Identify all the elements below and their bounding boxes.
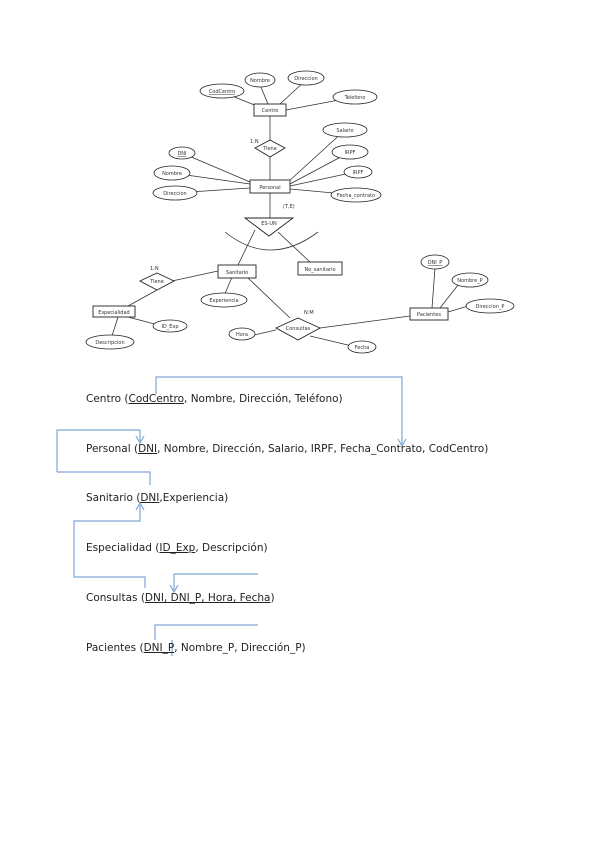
entity-personal: Personal xyxy=(259,185,280,191)
rel-tiene-top: Tiene xyxy=(262,146,277,152)
attr-fecha-contrato: Fecha_contrato xyxy=(337,193,375,199)
schema-centro-open: ( xyxy=(121,393,129,405)
schema-consultas-rest: ) xyxy=(270,592,275,604)
schema-consultas-pk: DNI, DNI_P, Hora, Fecha xyxy=(144,592,271,604)
schema-consultas-table: Consultas xyxy=(86,592,138,604)
isa-constraint: (T,E) xyxy=(283,204,295,210)
schema-pacientes-rest: , Nombre_P, Dirección_P) xyxy=(174,642,306,654)
foreign-key-arrows xyxy=(56,376,407,656)
attr-fecha: Fecha xyxy=(355,345,370,351)
attr-nombre-p: Nombre_P xyxy=(457,278,482,284)
schema-personal-rest: , Nombre, Dirección, Salario, IRPF, Fech… xyxy=(157,443,489,455)
schema-sanitario-pk: DNI xyxy=(140,492,160,504)
schema-sanitario-table: Sanitario xyxy=(86,492,133,504)
fk-arrow-personal-dni xyxy=(56,429,141,472)
schema-especialidad-rest: , Descripción) xyxy=(195,542,268,554)
attr-codcentro: CodCentro xyxy=(209,89,235,95)
attr-nombre-personal: Nombre xyxy=(162,171,182,177)
attr-direccion-centro: Direccion xyxy=(294,76,317,82)
attr-nombre-centro: Nombre xyxy=(250,78,270,84)
schema-consultas-open: ( xyxy=(137,592,145,604)
card-1n-left: 1:N xyxy=(150,266,159,272)
schema-especialidad-pk: ID_Exp xyxy=(159,542,196,554)
schema-personal: Personal (DNI, Nombre, Dirección, Salari… xyxy=(86,443,488,455)
attr-irpf-2: IRPF xyxy=(353,170,364,176)
schema-pacientes-pk: DNI_P xyxy=(143,642,175,654)
fk-arrow-codcentro xyxy=(155,376,403,444)
attr-id-exp: ID_Exp xyxy=(161,324,178,330)
attr-hora: Hora xyxy=(236,332,248,338)
card-nm: N:M xyxy=(304,310,314,316)
schema-centro-table: Centro xyxy=(86,393,122,405)
fk-arrow-dni-p xyxy=(173,573,258,590)
attr-dni: DNI xyxy=(177,151,186,157)
schema-especialidad-table: Especialidad xyxy=(86,542,152,554)
schema-especialidad-open: ( xyxy=(151,542,160,554)
schema-especialidad: Especialidad (ID_Exp, Descripción) xyxy=(86,542,268,554)
attr-telefono: Telefono xyxy=(344,95,366,101)
attr-descripcion: Descripcion xyxy=(95,340,124,346)
schema-centro-pk: CodCentro xyxy=(128,393,185,405)
entity-especialidad: Especialidad xyxy=(98,310,129,316)
attr-dni-p: DNI_P xyxy=(428,260,443,266)
card-1n-top: 1:N xyxy=(250,139,259,145)
schema-pacientes: Pacientes (DNI_P, Nombre_P, Dirección_P) xyxy=(86,642,306,654)
schema-pacientes-open: ( xyxy=(136,642,144,654)
rel-tiene-left: Tiene xyxy=(149,279,164,285)
rel-consultas: Consultas xyxy=(286,326,311,332)
schema-personal-pk: DNI xyxy=(138,443,158,455)
attr-experiencia: Experiencia xyxy=(209,298,238,304)
schema-pacientes-table: Pacientes xyxy=(86,642,137,654)
attr-salario: Salario xyxy=(336,128,353,134)
fk-arrow-sanitario-dni xyxy=(73,505,146,588)
attr-irpf-1: IRPF xyxy=(345,150,356,156)
entity-pacientes: Pacientes xyxy=(417,312,441,318)
schema-centro-rest: , Nombre, Dirección, Teléfono) xyxy=(184,393,343,405)
attr-direccion-p: Direccion_P xyxy=(476,304,505,310)
schema-sanitario-rest: ,Experiencia) xyxy=(159,492,229,504)
schema-consultas: Consultas (DNI, DNI_P, Hora, Fecha) xyxy=(86,592,275,604)
schema-personal-table: Personal xyxy=(86,443,131,455)
schema-sanitario-open: ( xyxy=(132,492,141,504)
isa-label: ES-UN xyxy=(261,221,277,227)
schema-personal-open: ( xyxy=(130,443,139,455)
attr-direccion-personal: Direccion xyxy=(163,191,186,197)
entity-no-sanitario: No_sanitario xyxy=(304,267,335,273)
schema-centro: Centro (CodCentro, Nombre, Dirección, Te… xyxy=(86,393,343,405)
entity-centro: Centro xyxy=(262,108,279,114)
er-diagram: Centro Personal Sanitario No_sanitario E… xyxy=(85,70,515,354)
entity-sanitario: Sanitario xyxy=(226,270,248,276)
schema-sanitario: Sanitario (DNI,Experiencia) xyxy=(86,492,228,504)
